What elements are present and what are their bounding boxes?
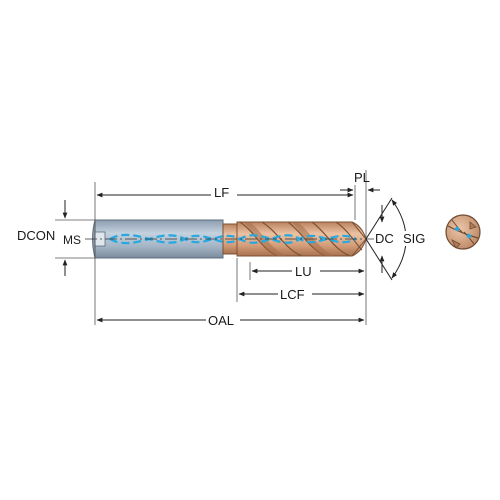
drill-tool [85, 219, 375, 259]
label-lf: LF [214, 185, 229, 200]
end-view-coolant-hole-2 [466, 233, 472, 239]
drill-end-view [445, 214, 481, 250]
label-oal: OAL [208, 313, 234, 328]
label-ms: MS [63, 233, 81, 247]
label-dc: DC [375, 231, 394, 246]
label-dcon: DCON [17, 228, 55, 243]
sig-angle-line-top [365, 197, 393, 240]
end-view-coolant-hole-1 [454, 226, 460, 232]
label-lcf: LCF [280, 287, 305, 302]
label-pl: PL [354, 170, 370, 185]
label-lu: LU [295, 264, 312, 279]
sig-angle-line-bottom [365, 238, 393, 281]
extension-lines [55, 170, 367, 325]
dimension-labels: LF PL DCON MS DC SIG LU LCF OAL [17, 170, 433, 328]
label-sig: SIG [403, 231, 425, 246]
